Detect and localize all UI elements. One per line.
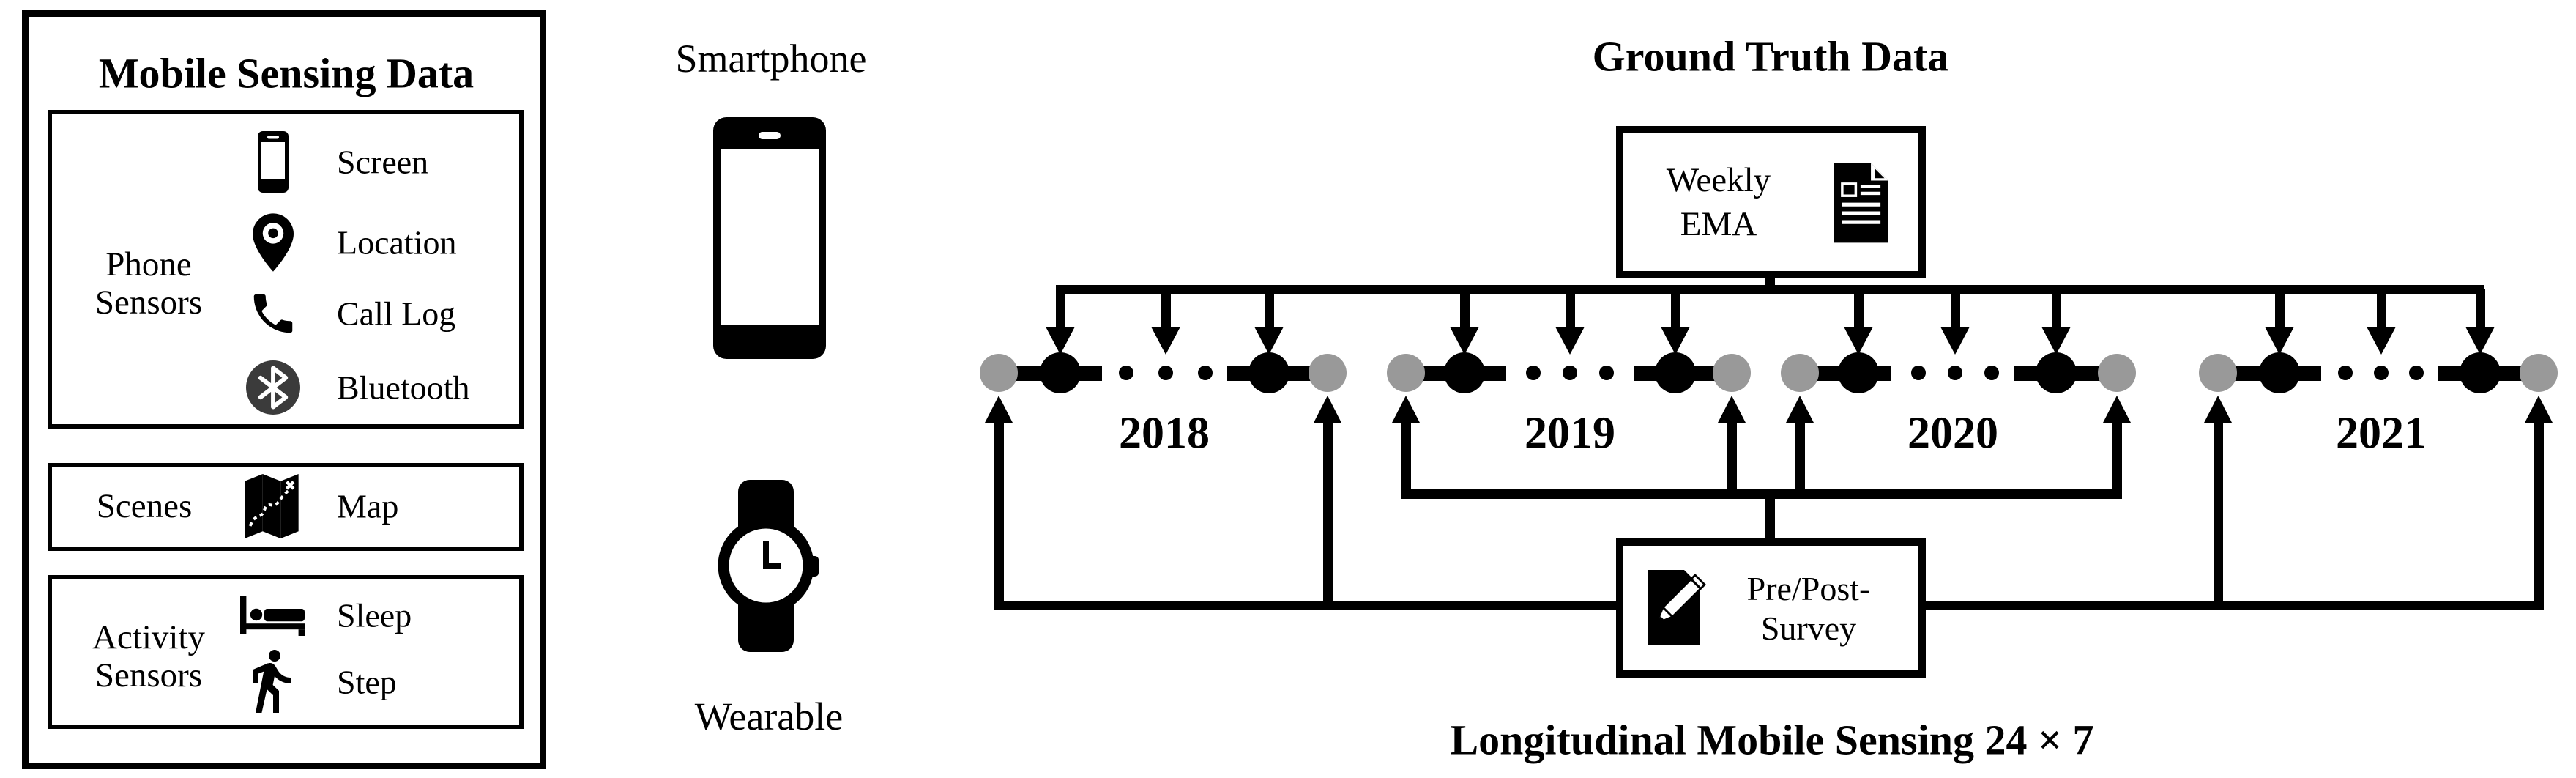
edit-document-icon (1648, 570, 1706, 645)
smartphone-label: Smartphone (675, 37, 867, 81)
activity-sensors-box (48, 575, 524, 729)
year-segments (980, 352, 2558, 393)
map-icon (245, 474, 299, 538)
step-row-label: Step (337, 663, 397, 701)
bluetooth-icon (246, 360, 300, 415)
mobile-sensing-title: Mobile Sensing Data (98, 49, 474, 97)
wearable-label: Wearable (694, 694, 844, 738)
year-label: 2019 (1525, 408, 1615, 459)
year-label: 2021 (2336, 408, 2427, 459)
document-icon (1834, 163, 1888, 243)
survey-nodes (980, 354, 2558, 392)
sensor-row-label: Call Log (337, 294, 456, 333)
scenes-label: Scenes (96, 487, 193, 525)
smartphone-icon (713, 117, 826, 359)
survey-collection-buses (985, 396, 2553, 610)
ema-distribution-bus (1046, 274, 2495, 355)
step-icon (253, 650, 291, 713)
sensor-row-label: Screen (337, 143, 429, 181)
ellipsis-dots (1119, 366, 2424, 380)
weekly-ema-label: Weekly EMA (1666, 161, 1771, 243)
call-log-icon (253, 294, 293, 333)
location-icon (253, 213, 294, 272)
sensor-row-label: Location (337, 223, 457, 262)
figure-caption: Longitudinal Mobile Sensing 24 × 7 (1450, 716, 2094, 764)
pre-post-survey-label: Pre/Post- Survey (1746, 570, 1871, 647)
year-label: 2020 (1907, 408, 1998, 459)
map-row-label: Map (337, 487, 399, 525)
ema-week-nodes (1040, 352, 2501, 393)
year-label: 2018 (1119, 408, 1210, 459)
ground-truth-title: Ground Truth Data (1592, 32, 1949, 81)
sensor-row-label: Bluetooth (337, 368, 470, 407)
sleep-row-label: Sleep (337, 596, 412, 634)
phone-sensors-label: Phone Sensors (94, 245, 203, 322)
screen-icon (258, 131, 289, 193)
wearable-icon (718, 480, 819, 652)
sleep-icon (240, 596, 305, 636)
activity-sensors-label: Activity Sensors (92, 618, 206, 694)
